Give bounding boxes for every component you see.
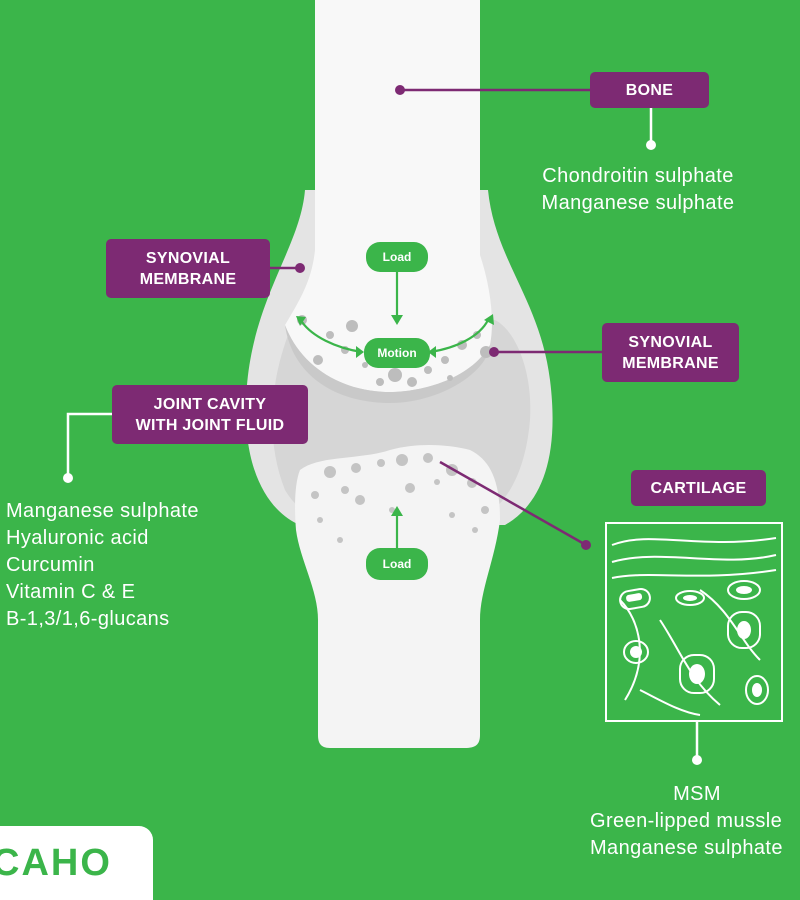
ingredient-item: Manganese sulphate (6, 500, 199, 522)
synovial-right-line1: SYNOVIAL (628, 333, 713, 351)
ingredient-item: MSM (673, 783, 721, 805)
synovial-right-line2: MEMBRANE (622, 354, 719, 372)
force-arrows (296, 272, 494, 548)
synovial-membrane-left-label: SYNOVIAL MEMBRANE (106, 239, 270, 298)
cartilage-ingredients: MSM Green-lipped mussle Manganese sulpha… (590, 781, 800, 862)
ingredient-item: Chondroitin sulphate (542, 165, 734, 187)
ingredient-item: Vitamin C & E (6, 581, 136, 603)
cartilage-inset (605, 522, 783, 722)
bone-ingredients: Chondroitin sulphate Manganese sulphate (520, 163, 756, 217)
upper-bone (285, 0, 492, 392)
ingredient-item: Green-lipped mussle (590, 810, 783, 832)
ingredient-connectors (66, 108, 699, 760)
joint-cavity-label: JOINT CAVITY WITH JOINT FLUID (112, 385, 308, 444)
cartilage-label: CARTILAGE (631, 470, 766, 506)
lower-bone (295, 445, 500, 748)
joint-cavity-line1: JOINT CAVITY (153, 395, 267, 413)
brand-logo: CAHO (0, 826, 153, 900)
load-top-pill: Load (366, 242, 428, 272)
ingredient-item: B-1,3/1,6-glucans (6, 608, 170, 630)
connector-lines (270, 88, 602, 547)
ingredient-item: Manganese sulphate (541, 192, 735, 214)
ingredient-item: Hyaluronic acid (6, 527, 149, 549)
joint-cavity-ingredients: Manganese sulphate Hyaluronic acid Curcu… (6, 498, 199, 633)
brand-logo-text: CAHO (0, 841, 112, 884)
ingredient-item: Curcumin (6, 554, 95, 576)
synovial-left-line2: MEMBRANE (139, 270, 237, 288)
motion-pill: Motion (364, 338, 430, 368)
synovial-left-line1: SYNOVIAL (145, 249, 231, 267)
load-bottom-pill: Load (366, 548, 428, 580)
cartilage-label-text: CARTILAGE (650, 479, 747, 497)
synovial-membrane-right-label: SYNOVIAL MEMBRANE (602, 323, 739, 382)
bone-label: BONE (590, 72, 709, 108)
ingredient-item: Manganese sulphate (590, 837, 783, 859)
joint-cavity-line2: WITH JOINT FLUID (135, 416, 285, 434)
bone-label-text: BONE (625, 81, 674, 99)
